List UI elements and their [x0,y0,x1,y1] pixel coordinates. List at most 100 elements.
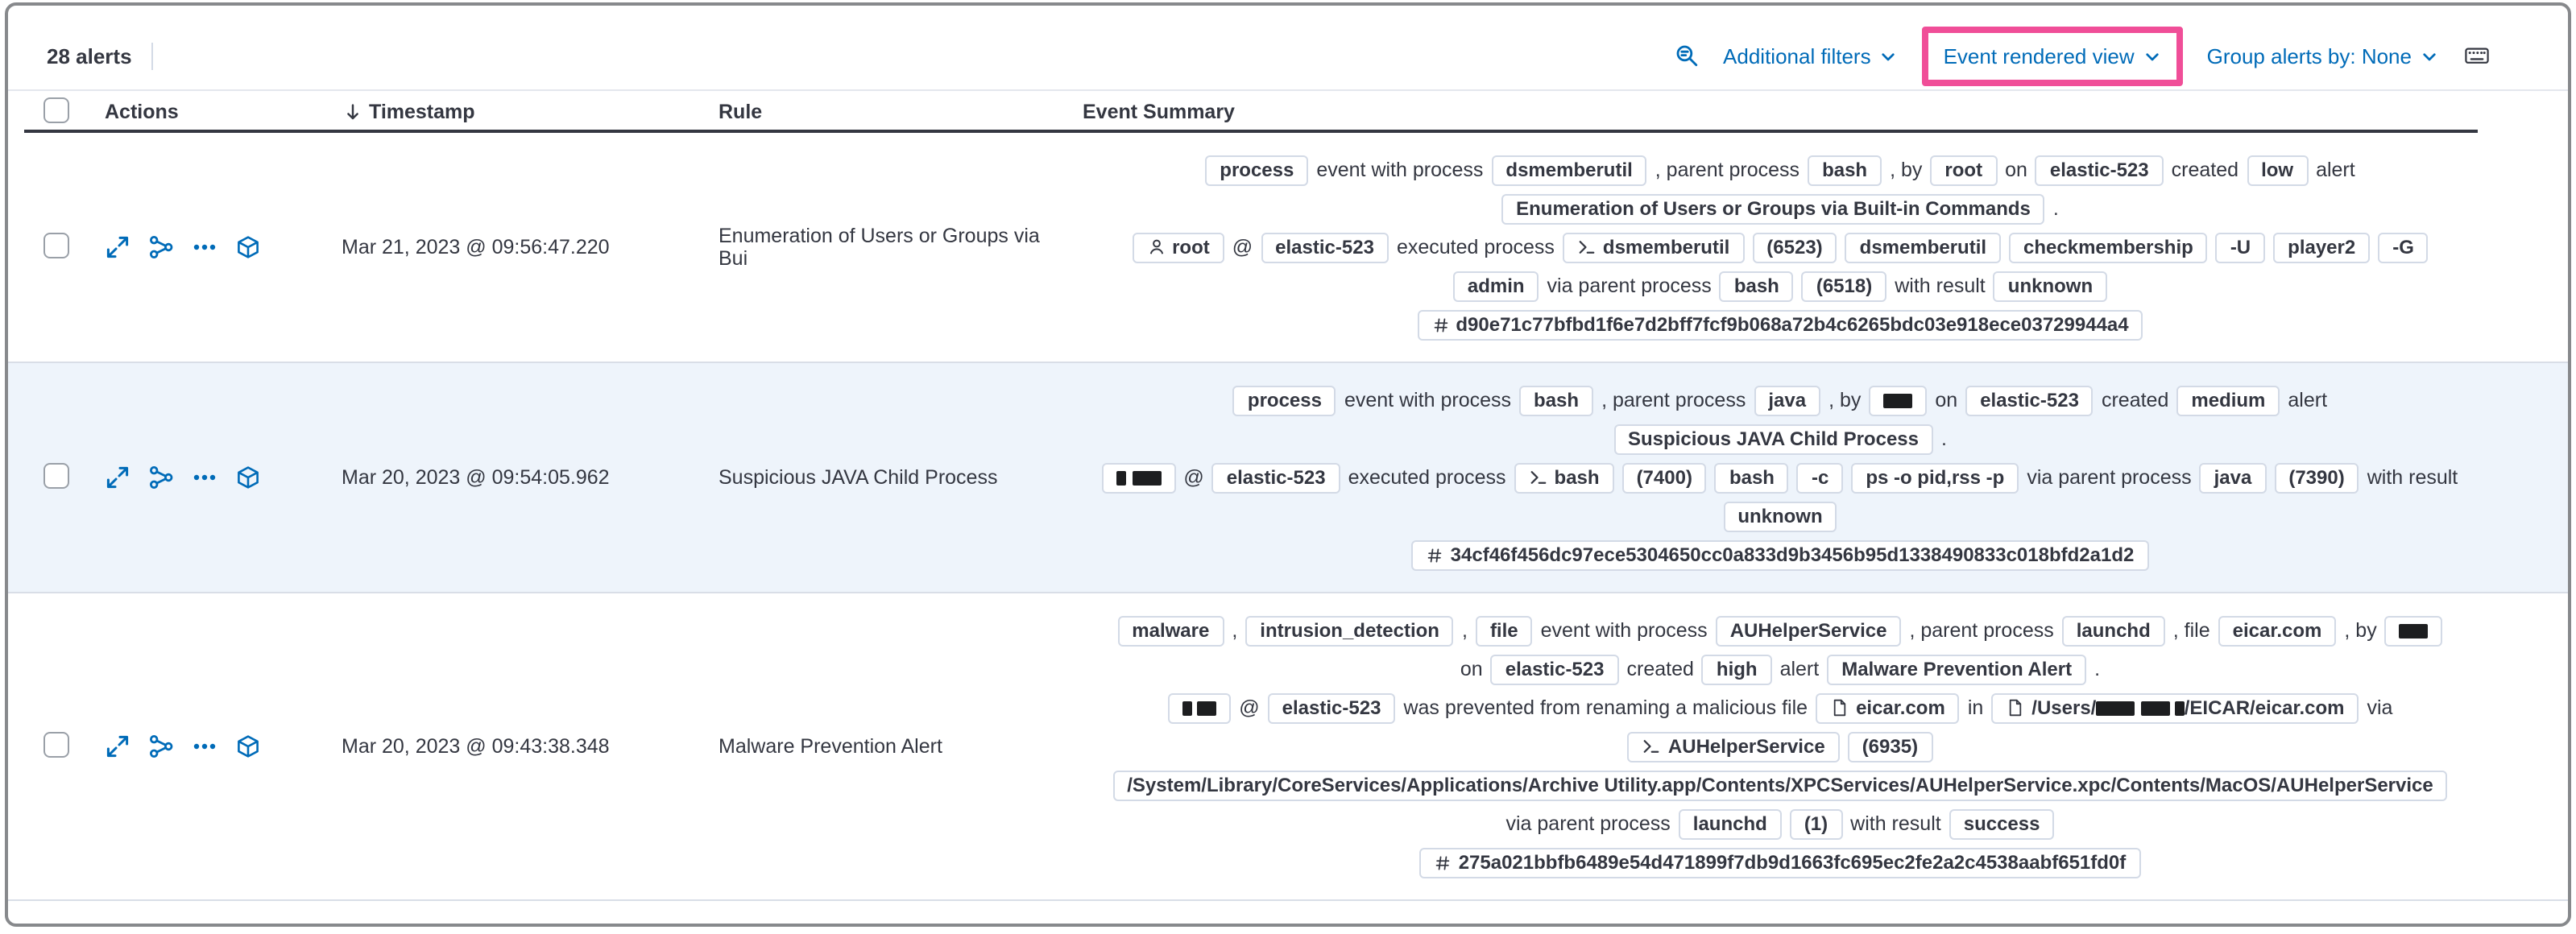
toolbar-divider [151,42,153,69]
row-checkbox[interactable] [43,232,69,258]
summary-text: alert [1779,658,1820,680]
row-checkbox-cell [31,232,92,262]
badge-value: -U [2230,236,2251,258]
summary-text: . [2052,197,2059,220]
document-icon [2006,698,2025,717]
badge-value: -c [1811,466,1829,489]
badge-value: (7400) [1636,466,1692,489]
user-icon [1146,238,1166,257]
row-checkbox[interactable] [43,462,69,488]
summary-text: created [2171,159,2239,181]
event-field-badge [1102,462,1176,493]
redacted-text [2399,624,2429,639]
badge-value: malware [1132,619,1210,642]
redacted-text [1116,471,1127,486]
badge-value: launchd [2076,619,2151,642]
analyzer-icon[interactable] [148,734,174,759]
event-rendered-view-button[interactable]: Event rendered view [1944,43,2162,68]
console-icon [1577,238,1597,257]
expand-icon[interactable] [105,234,130,260]
badge-value [1883,389,1913,411]
hash-icon [1427,546,1444,564]
summary-text: created [2101,389,2169,411]
badge-value: 275a021bbfb6489e54d471899f7db9d1663fc695… [1458,851,2127,874]
badge-value: medium [2191,389,2266,411]
analyzer-icon[interactable] [148,465,174,490]
console-icon [1529,468,1548,487]
column-header-summary: Event Summary [1071,101,2568,123]
event-field-badge: dsmemberutil [1845,232,2002,262]
event-field-badge: (1) [1789,808,1843,839]
badge-value: dsmemberutil [1602,236,1730,258]
summary-text: @ [1232,236,1253,258]
summary-line: Suspicious JAVA Child Process. [1083,419,2478,458]
badge-value: process [1220,159,1294,181]
more-actions-icon[interactable] [192,465,217,490]
redacted-text [2096,701,2135,716]
event-field-badge: dsmemberutil [1491,155,1647,185]
badge-value [1182,696,1217,719]
event-field-badge: 34cf46f456dc97ece5304650cc0a833d9b3456b9… [1411,539,2149,570]
toolbar-right: Additional filters Event rendered view G… [1673,26,2491,85]
hash-icon [1431,316,1449,333]
more-actions-icon[interactable] [192,234,217,260]
row-actions-cell [92,734,325,759]
event-field-badge: medium [2176,385,2280,415]
analyzer-icon[interactable] [148,234,174,260]
event-field-badge: malware [1117,615,1224,646]
alert-timestamp: Mar 21, 2023 @ 09:56:47.220 [342,236,610,258]
group-alerts-button[interactable]: Group alerts by: None [2207,43,2439,68]
alert-timestamp: Mar 20, 2023 @ 09:43:38.348 [342,735,610,758]
additional-filters-button[interactable]: Additional filters [1723,43,1899,68]
session-view-icon[interactable] [235,234,261,260]
row-checkbox[interactable] [43,731,69,757]
expand-icon[interactable] [105,734,130,759]
summary-text: created [1626,658,1694,680]
badge-value: ps -o pid,rss -p [1866,466,2005,489]
event-field-badge: d90e71c77bfbd1f6e7d2bff7fcf9b068a72b4c62… [1417,309,2143,340]
summary-text: with result [1895,275,1986,297]
badge-value: elastic-523 [1980,389,2079,411]
alert-count: 28 alerts [47,43,132,68]
summary-text: executed process [1396,236,1555,258]
expand-icon[interactable] [105,465,130,490]
badge-value: file [1489,619,1518,642]
event-field-badge: elastic-523 [1490,654,1619,684]
summary-text: via parent process [1547,275,1712,297]
row-actions-cell [92,234,325,260]
column-header-timestamp[interactable]: Timestamp [325,101,704,123]
session-view-icon[interactable] [235,465,261,490]
table-header-row: Actions Timestamp Rule Event Summary [8,89,2568,133]
keyboard-shortcuts-icon[interactable] [2463,43,2491,68]
summary-text: . [1941,428,1947,450]
more-actions-icon[interactable] [192,734,217,759]
event-field-badge [2384,615,2443,646]
select-all-checkbox[interactable] [43,97,69,122]
badge-value: eicar.com [2232,619,2322,642]
console-icon [1642,737,1662,756]
event-field-badge: root [1930,155,1998,185]
summary-text: with result [2367,466,2458,489]
badge-value: elastic-523 [1226,466,1326,489]
event-field-badge: player2 [2273,232,2371,262]
badge-value: launchd [1692,812,1767,835]
event-field-badge: elastic-523 [2035,155,2164,185]
event-field-badge: (6518) [1801,271,1887,301]
session-view-icon[interactable] [235,734,261,759]
inspect-icon[interactable] [1673,43,1699,68]
row-checkbox-cell [31,731,92,762]
badge-value: bash [1729,466,1775,489]
summary-text: , parent process [1909,619,2054,642]
event-field-badge: unknown [1723,501,1837,531]
sort-down-icon [342,101,364,123]
summary-text: , parent process [1601,389,1746,411]
summary-line: /System/Library/CoreServices/Application… [1083,766,2478,804]
summary-line: AUHelperService(6935) [1083,727,2478,766]
